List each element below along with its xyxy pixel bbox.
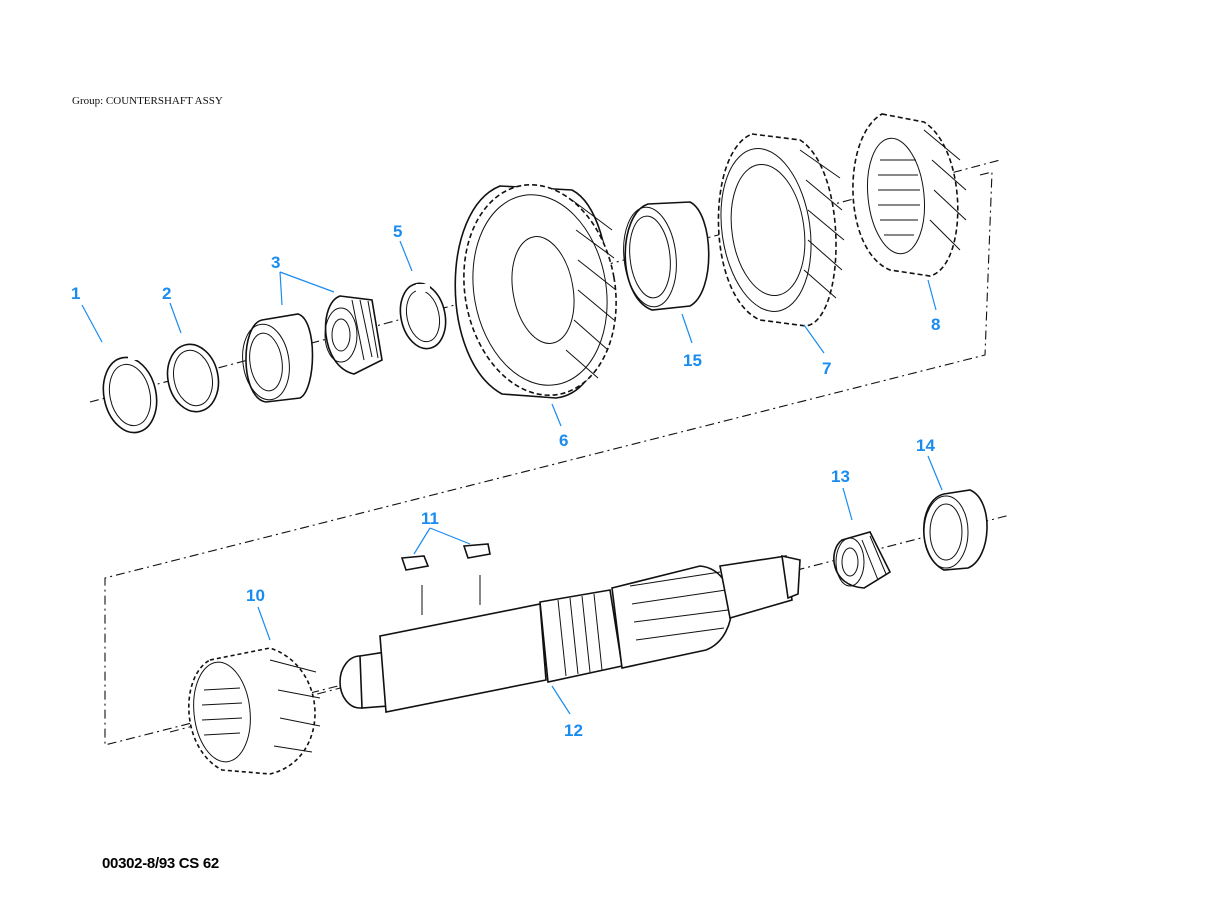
callout-14[interactable]: 14 <box>916 436 935 455</box>
part-11-keys[interactable] <box>400 543 491 615</box>
part-3-bearing-cone[interactable] <box>324 295 383 375</box>
part-14-bearing-cup[interactable] <box>923 489 988 571</box>
leader-3 <box>279 271 335 306</box>
drawing-code: 00302-8/93 CS 62 <box>102 855 219 872</box>
leader-11 <box>413 527 471 555</box>
callout-12[interactable]: 12 <box>564 721 583 740</box>
leader-14 <box>927 455 943 491</box>
leader-13 <box>842 487 853 521</box>
assembly-boundary <box>104 171 993 746</box>
leader-12 <box>551 685 571 715</box>
callout-11[interactable]: 11 <box>421 509 439 528</box>
part-7-gear[interactable] <box>711 133 845 327</box>
callout-7[interactable]: 7 <box>822 359 831 378</box>
callout-15[interactable]: 15 <box>683 351 702 370</box>
leader-1 <box>81 304 103 343</box>
callout-8[interactable]: 8 <box>931 315 940 334</box>
leader-15 <box>681 313 693 344</box>
leader-6 <box>551 403 562 427</box>
callout-13[interactable]: 13 <box>831 467 850 486</box>
part-1-snap-ring[interactable] <box>97 352 164 438</box>
leader-2 <box>169 302 182 334</box>
part-12-countershaft[interactable] <box>339 554 801 713</box>
part-8-gear[interactable] <box>852 113 967 277</box>
callout-3[interactable]: 3 <box>271 253 280 272</box>
part-3-bearing-cup[interactable] <box>238 313 314 403</box>
group-title: Group: COUNTERSHAFT ASSY <box>72 95 223 107</box>
part-2-ring[interactable] <box>161 340 224 417</box>
part-6-gear[interactable] <box>448 173 633 408</box>
callout-6[interactable]: 6 <box>559 431 568 450</box>
leader-10 <box>257 606 271 641</box>
callout-5[interactable]: 5 <box>393 222 402 241</box>
part-13-bearing-cone[interactable] <box>833 531 892 589</box>
part-15-sleeve[interactable] <box>619 201 710 311</box>
callout-1[interactable]: 1 <box>71 284 80 303</box>
part-5-snap-ring[interactable] <box>395 279 452 353</box>
callout-2[interactable]: 2 <box>162 284 171 303</box>
part-10-gear[interactable] <box>188 647 321 775</box>
leader-7 <box>803 324 825 354</box>
callout-10[interactable]: 10 <box>246 586 265 605</box>
leader-8 <box>927 279 937 311</box>
leader-5 <box>399 240 413 272</box>
